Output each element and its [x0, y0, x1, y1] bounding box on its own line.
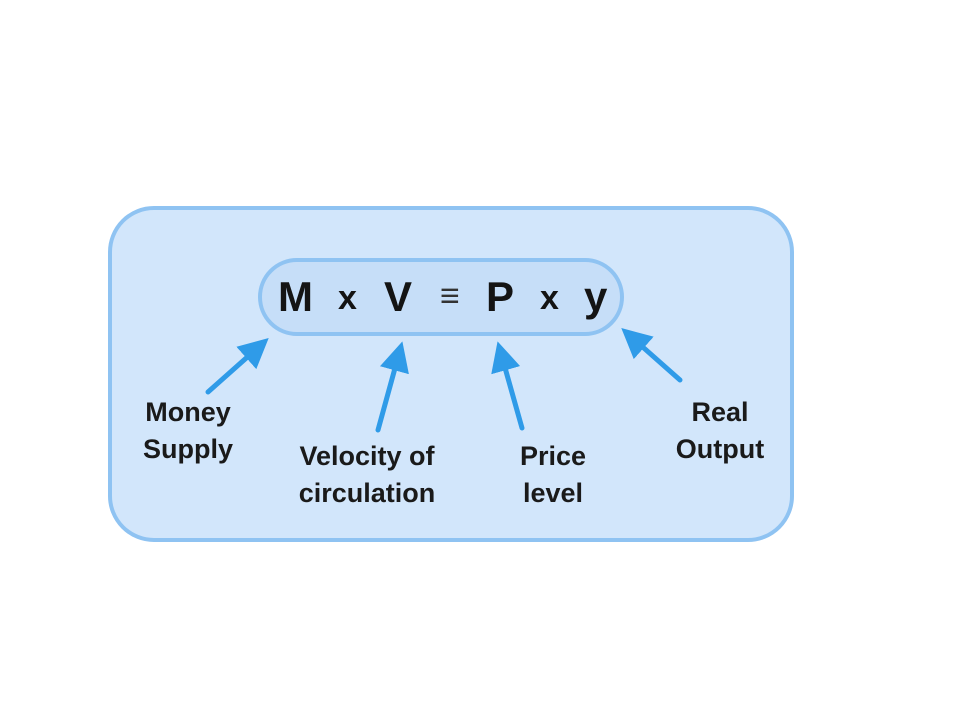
- output-symbol: y: [584, 273, 608, 320]
- label-line: Money: [145, 397, 231, 427]
- label-line: Real: [691, 397, 749, 427]
- equation: M x V ≡ P x y: [258, 258, 624, 336]
- label-line: Supply: [142, 434, 233, 464]
- arrow-money-supply: [205, 338, 269, 395]
- arrow-price-level: [491, 341, 525, 431]
- label-line: level: [522, 478, 584, 508]
- arrow-velocity: [375, 341, 409, 433]
- arrow-real-output: [621, 328, 683, 383]
- identity-sign: ≡: [440, 277, 460, 315]
- label-price-level: Price level: [496, 438, 610, 512]
- multiply-sign-2: x: [540, 279, 559, 317]
- label-line: Velocity of: [299, 441, 435, 471]
- multiply-sign-1: x: [338, 279, 357, 317]
- money-symbol: M: [278, 273, 313, 320]
- label-line: circulation: [298, 478, 436, 508]
- equation-pill: [258, 258, 624, 336]
- label-velocity: Velocity of circulation: [282, 438, 452, 512]
- label-real-output: Real Output: [660, 394, 780, 468]
- price-symbol: P: [486, 273, 515, 320]
- label-line: Output: [675, 434, 765, 464]
- label-money-supply: Money Supply: [128, 394, 248, 468]
- label-line: Price: [519, 441, 587, 471]
- velocity-symbol: V: [384, 273, 413, 320]
